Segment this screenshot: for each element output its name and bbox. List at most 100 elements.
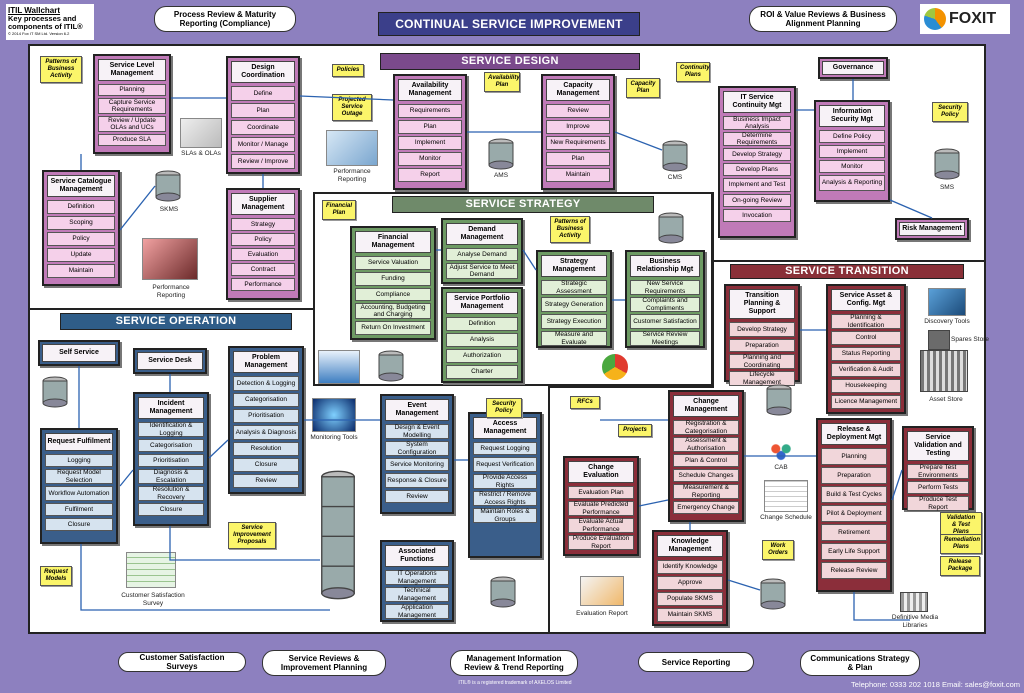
catalogue-item[interactable]: Maintain <box>47 264 115 278</box>
transition-planning-item[interactable]: Develop Strategy <box>729 322 795 337</box>
itscm-box[interactable]: IT Service Continuity Mgt Business Impac… <box>718 86 796 238</box>
access-item[interactable]: Request Verification <box>473 457 537 472</box>
itscm-item[interactable]: On-going Review <box>723 194 791 207</box>
incident-item[interactable]: Resolution & Recovery <box>138 486 204 501</box>
portfolio-item[interactable]: Charter <box>446 365 518 379</box>
sacm-item[interactable]: Planning & Identification <box>831 314 901 329</box>
portfolio-box[interactable]: Service Portfolio Management Definition … <box>441 287 523 383</box>
problem-item[interactable]: Analysis & Diagnosis <box>233 425 299 440</box>
request-item[interactable]: Fulfilment <box>45 503 113 516</box>
event-item[interactable]: Response & Closure <box>385 473 449 488</box>
capacity-item[interactable]: Review <box>546 104 610 118</box>
transition-planning-box[interactable]: Transition Planning & Support Develop St… <box>724 284 800 386</box>
availability-item[interactable]: Requirements <box>398 104 462 118</box>
itscm-item[interactable]: Business Impact Analysis <box>723 116 791 130</box>
portfolio-item[interactable]: Authorization <box>446 349 518 363</box>
functions-item[interactable]: Technical Management <box>385 587 449 602</box>
capacity-item[interactable]: Maintain <box>546 168 610 182</box>
incident-item[interactable]: Prioritisation <box>138 454 204 467</box>
ism-item[interactable]: Define Policy <box>819 130 885 143</box>
event-item[interactable]: Design & Event Modelling <box>385 424 449 439</box>
event-item[interactable]: System Configuration <box>385 441 449 456</box>
service-desk-box[interactable]: Service Desk <box>133 348 207 374</box>
knowledge-item[interactable]: Populate SKMS <box>657 592 723 606</box>
risk-box[interactable]: Risk Management <box>895 218 969 240</box>
access-item[interactable]: Provide Access Rights <box>473 474 537 489</box>
event-item[interactable]: Service Monitoring <box>385 458 449 471</box>
brm-box[interactable]: Business Relationship Mgt New Service Re… <box>625 250 705 348</box>
demand-item[interactable]: Analyse Demand <box>446 248 518 261</box>
request-item[interactable]: Workflow Automation <box>45 486 113 501</box>
change-item[interactable]: Plan & Control <box>673 454 739 467</box>
release-item[interactable]: Preparation <box>821 467 887 484</box>
change-box[interactable]: Change Management Registration & Categor… <box>668 390 744 522</box>
availability-item[interactable]: Monitor <box>398 152 462 166</box>
sacm-item[interactable]: Housekeeping <box>831 379 901 393</box>
functions-item[interactable]: IT Operations Management <box>385 570 449 585</box>
ism-item[interactable]: Monitor <box>819 160 885 173</box>
slm-item[interactable]: Capture Service Requirements <box>98 98 166 114</box>
request-box[interactable]: Request Fulfilment Logging Request Model… <box>40 428 118 544</box>
sacm-item[interactable]: Status Reporting <box>831 347 901 361</box>
release-item[interactable]: Planning <box>821 448 887 465</box>
capacity-item[interactable]: New Requirements <box>546 136 610 150</box>
sacm-box[interactable]: Service Asset & Config. Mgt Planning & I… <box>826 284 906 414</box>
validation-item[interactable]: Perform Tests <box>907 481 969 494</box>
access-item[interactable]: Restrict / Remove Access Rights <box>473 491 537 506</box>
request-item[interactable]: Logging <box>45 454 113 467</box>
problem-item[interactable]: Detection & Logging <box>233 376 299 391</box>
sacm-item[interactable]: Verification & Audit <box>831 363 901 377</box>
portfolio-item[interactable]: Analysis <box>446 333 518 347</box>
release-box[interactable]: Release & Deployment Mgt Planning Prepar… <box>816 418 892 592</box>
problem-item[interactable]: Closure <box>233 458 299 472</box>
itscm-item[interactable]: Determine Requirements <box>723 132 791 146</box>
validation-item[interactable]: Produce Test Report <box>907 496 969 511</box>
capacity-item[interactable]: Plan <box>546 152 610 166</box>
strategy-mgmt-item[interactable]: Strategy Generation <box>541 297 607 312</box>
incident-item[interactable]: Categorisation <box>138 439 204 452</box>
request-item[interactable]: Request Model Selection <box>45 469 113 484</box>
change-eval-item[interactable]: Evaluate Predicted Performance <box>568 501 634 516</box>
release-item[interactable]: Build & Test Cycles <box>821 486 887 503</box>
financial-box[interactable]: Financial Management Service Valuation F… <box>350 226 436 340</box>
knowledge-item[interactable]: Approve <box>657 576 723 590</box>
supplier-item[interactable]: Strategy <box>231 218 295 231</box>
availability-item[interactable]: Implement <box>398 136 462 150</box>
slm-box[interactable]: Service Level Management Planning Captur… <box>93 54 171 154</box>
catalogue-item[interactable]: Scoping <box>47 216 115 230</box>
strategy-mgmt-item[interactable]: Strategy Execution <box>541 314 607 329</box>
problem-item[interactable]: Resolution <box>233 442 299 456</box>
functions-box[interactable]: Associated Functions IT Operations Manag… <box>380 540 454 622</box>
availability-box[interactable]: Availability Management Requirements Pla… <box>393 74 467 190</box>
governance-box[interactable]: Governance <box>818 57 888 79</box>
supplier-item[interactable]: Contract <box>231 263 295 276</box>
catalogue-box[interactable]: Service Catalogue Management Definition … <box>42 170 120 286</box>
change-eval-box[interactable]: Change Evaluation Evaluation Plan Evalua… <box>563 456 639 556</box>
release-item[interactable]: Release Review <box>821 562 887 579</box>
self-service-box[interactable]: Self Service <box>38 340 120 366</box>
incident-item[interactable]: Closure <box>138 503 204 516</box>
supplier-box[interactable]: Supplier Management Strategy Policy Eval… <box>226 188 300 300</box>
design-coord-item[interactable]: Define <box>231 86 295 101</box>
problem-box[interactable]: Problem Management Detection & Logging C… <box>228 346 304 494</box>
knowledge-item[interactable]: Maintain SKMS <box>657 608 723 622</box>
knowledge-item[interactable]: Identify Knowledge <box>657 560 723 574</box>
request-item[interactable]: Closure <box>45 518 113 531</box>
problem-item[interactable]: Review <box>233 474 299 488</box>
knowledge-box[interactable]: Knowledge Management Identify Knowledge … <box>652 530 728 626</box>
design-coord-item[interactable]: Coordinate <box>231 120 295 135</box>
strategy-mgmt-item[interactable]: Measure and Evaluate <box>541 331 607 346</box>
slm-item[interactable]: Produce SLA <box>98 134 166 146</box>
design-coord-item[interactable]: Review / Improve <box>231 154 295 169</box>
functions-item[interactable]: Application Management <box>385 604 449 619</box>
problem-item[interactable]: Categorisation <box>233 393 299 407</box>
strategy-mgmt-box[interactable]: Strategy Management Strategic Assessment… <box>536 250 612 348</box>
incident-item[interactable]: Diagnosis & Escalation <box>138 469 204 484</box>
financial-item[interactable]: Funding <box>355 272 431 286</box>
supplier-item[interactable]: Evaluation <box>231 248 295 261</box>
change-eval-item[interactable]: Evaluate Actual Performance <box>568 518 634 533</box>
financial-item[interactable]: Compliance <box>355 288 431 301</box>
design-coord-item[interactable]: Plan <box>231 103 295 118</box>
capacity-item[interactable]: Improve <box>546 120 610 134</box>
portfolio-item[interactable]: Definition <box>446 317 518 331</box>
